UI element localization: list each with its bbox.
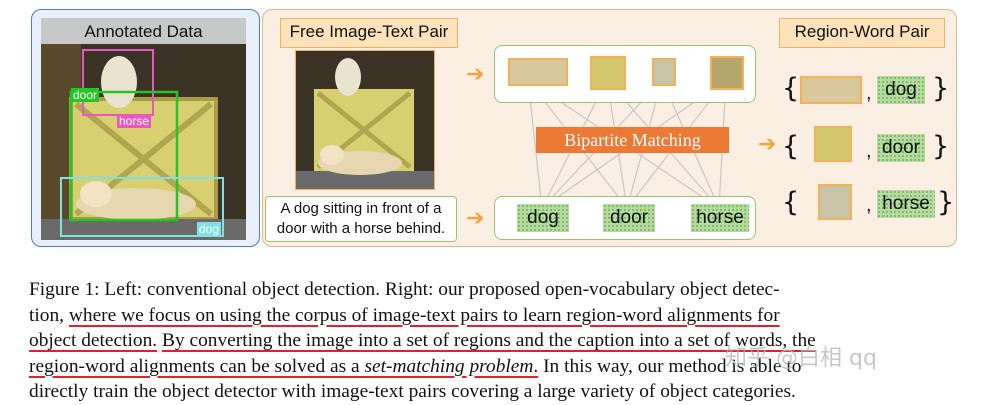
region-crop-horse <box>652 58 676 86</box>
caption-highlight: where we focus on using the corpus of im… <box>69 305 780 326</box>
barn-scene-illustration <box>41 44 246 240</box>
caption-highlight: By converting the image into a set of re… <box>162 330 816 351</box>
arrow-right-icon: ➔ <box>466 64 484 84</box>
caption-highlight-italic: set-matching problem <box>364 356 533 377</box>
watermark: 知乎 @白相 qq <box>725 340 877 372</box>
pair-word-dog: dog <box>877 76 925 104</box>
image-caption-box: A dog sitting in front of a door with a … <box>265 196 457 242</box>
free-image-text-pair-tag: Free Image-Text Pair <box>280 18 458 48</box>
caption-text-line: tion, where we focus on using the corpus… <box>29 303 969 329</box>
pair-crop-dog <box>800 76 862 104</box>
left-brace: { <box>782 74 799 104</box>
pair-crop-door <box>814 126 852 162</box>
caption-text-line: Figure 1: Left: conventional object dete… <box>29 277 969 303</box>
caption-text-line: directly train the object detector with … <box>29 379 969 405</box>
word-chip-horse: horse <box>691 204 749 232</box>
dog-label: dog <box>197 222 221 236</box>
pair-comma: , <box>866 80 872 106</box>
pair-crop-horse <box>818 184 852 220</box>
pair-word-horse: horse <box>877 190 935 218</box>
caption-segment: tion, <box>29 305 69 326</box>
region-crop-door <box>590 56 626 90</box>
caption-highlight: region-word alignments can be solved as … <box>29 356 364 377</box>
caption-highlight: object detection. <box>29 330 157 351</box>
right-brace: } <box>932 132 949 162</box>
region-crop-horse-door <box>710 56 744 90</box>
pair-comma: , <box>866 138 872 164</box>
free-image-photo <box>295 50 435 190</box>
region-crop-dog <box>508 58 568 86</box>
arrow-right-icon: ➔ <box>758 134 776 154</box>
region-word-pair-tag: Region-Word Pair <box>779 18 945 48</box>
annotated-data-title: Annotated Data <box>41 18 246 44</box>
right-brace: } <box>932 74 949 104</box>
word-chip-dog: dog <box>517 204 569 232</box>
pair-comma: , <box>866 192 872 218</box>
left-brace: { <box>782 188 799 218</box>
pair-word-door: door <box>877 134 925 162</box>
barn-scene-thumbnail <box>296 51 435 190</box>
caption-line-2: door with a horse behind. <box>266 219 456 239</box>
word-chip-door: door <box>603 204 655 232</box>
left-brace: { <box>782 132 799 162</box>
arrow-right-icon: ➔ <box>466 208 484 228</box>
caption-line-1: A dog sitting in front of a <box>266 199 456 219</box>
door-label: door <box>71 88 99 102</box>
right-brace: } <box>937 188 954 218</box>
horse-label: horse <box>117 114 151 128</box>
bipartite-matching-label: Bipartite Matching <box>536 127 729 153</box>
annotated-photo: door horse dog <box>41 44 246 240</box>
